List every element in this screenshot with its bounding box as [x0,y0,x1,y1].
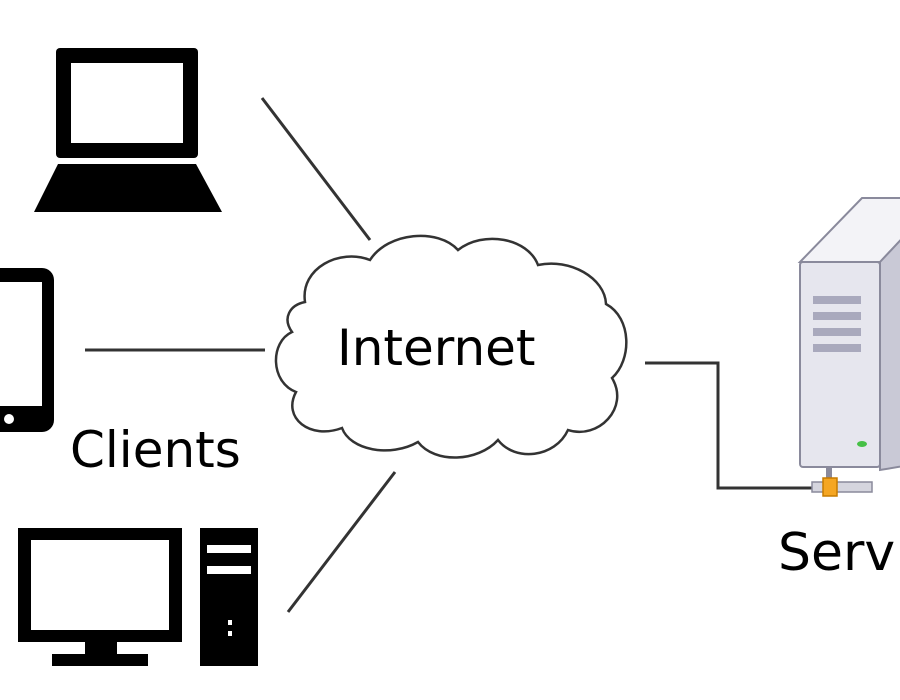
server-connector-line [645,361,812,490]
desktop-computer-icon [18,528,258,666]
desktop-connector-line [286,471,397,613]
internet-label: Internet [337,319,536,377]
cloud-icon [274,234,628,459]
server-tower-icon [797,197,900,497]
connector-lines [85,97,812,613]
clients-label: Clients [70,421,241,479]
laptop-icon [34,48,222,212]
tablet-icon [0,268,54,432]
server-label: Serv [778,523,896,583]
laptop-connector-line [260,97,372,241]
